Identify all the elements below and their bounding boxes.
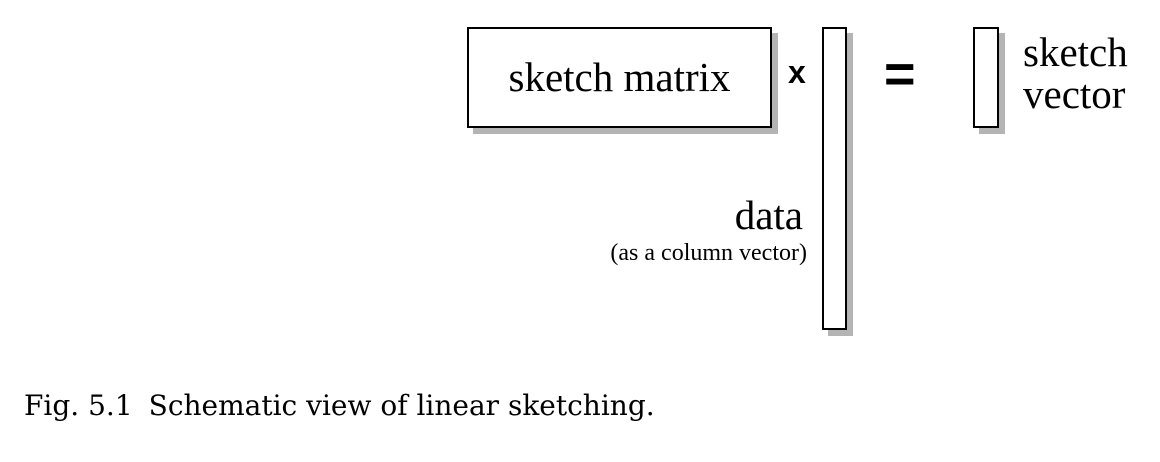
data-label: data (734, 192, 803, 238)
figure-caption: Fig. 5.1 Schematic view of linear sketchi… (24, 392, 655, 420)
data-column-vector (822, 27, 847, 330)
sketch-vector-label-line1: sketch (1023, 29, 1128, 75)
figure-caption-text: Schematic view of linear sketching. (148, 389, 655, 422)
equals-sign: = (884, 44, 916, 104)
sketch-vector-box (973, 27, 999, 128)
figure-number: Fig. 5.1 (24, 389, 133, 422)
sketch-matrix-label: sketch matrix (508, 54, 731, 100)
sketch-vector-label: sketch vector (1023, 31, 1128, 115)
multiplication-sign: x (788, 54, 806, 90)
sketch-vector-label-line2: vector (1023, 71, 1126, 117)
data-sublabel: (as a column vector) (610, 240, 807, 266)
sketch-matrix-box: sketch matrix (467, 27, 772, 128)
